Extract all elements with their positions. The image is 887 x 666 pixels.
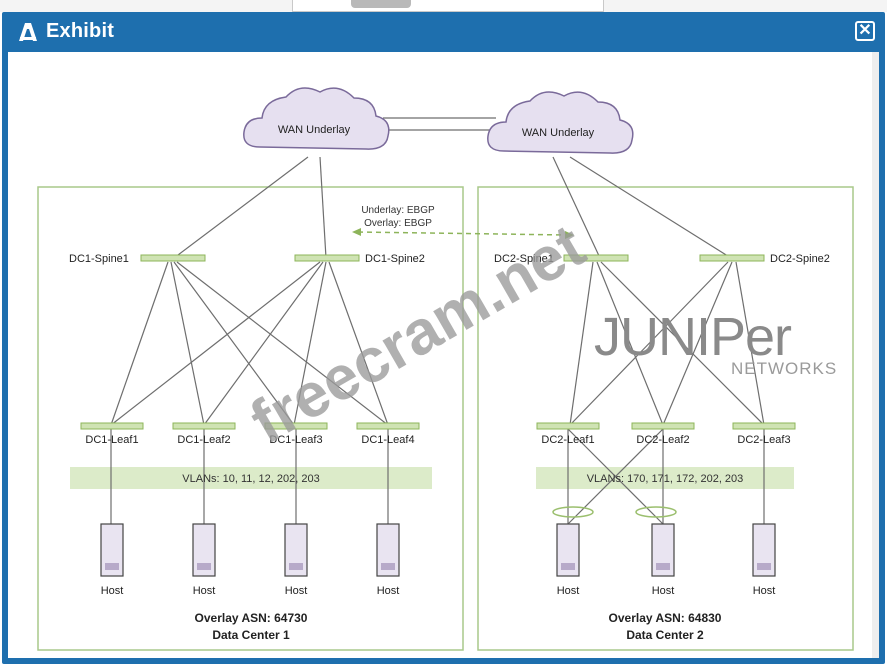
dc2-boundary: [477, 186, 854, 651]
dc1-leaf4: DC1-Leaf4: [356, 422, 420, 446]
dc1-leaf1: DC1-Leaf1: [80, 422, 144, 446]
dc1-vlans-label: VLANs: 10, 11, 12, 202, 203: [182, 473, 319, 485]
dc2-leaf3-label: DC2-Leaf3: [737, 434, 790, 446]
background-app-strip: [0, 0, 887, 12]
dc2-vlan-band: [536, 467, 794, 489]
dc2-asn: Overlay ASN: 64830: [609, 611, 722, 625]
dci-underlay-label: Underlay: EBGP: [361, 205, 435, 216]
dc1-leaf2: DC1-Leaf2: [172, 422, 236, 446]
dc1-spine2: DC1-Spine2: [294, 253, 425, 265]
dc1-host-4: Host: [376, 523, 400, 597]
network-diagram: WAN Underlay WAN Underlay Underlay: EBGP…: [37, 87, 854, 651]
dc1-leaf2-label: DC1-Leaf2: [177, 434, 230, 446]
dc1-vlan-band: [70, 467, 432, 489]
dc2-spine2: DC2-Spine2: [699, 253, 830, 265]
dc2-leaf2-label: DC2-Leaf2: [636, 434, 689, 446]
exhibit-content: WAN Underlay WAN Underlay Underlay: EBGP…: [8, 52, 872, 658]
host-lag-2: [635, 506, 677, 518]
svg-text:Host: Host: [557, 585, 580, 597]
dc2-leaf2: DC2-Leaf2: [631, 422, 695, 446]
titlebar: Exhibit ✕: [2, 12, 885, 52]
svg-text:Host: Host: [377, 585, 400, 597]
dci-arrow-right: [565, 231, 574, 239]
svg-text:Host: Host: [285, 585, 308, 597]
dc1-leaf3: DC1-Leaf3: [264, 422, 328, 446]
juniper-logo: JUNIPer: [594, 307, 792, 367]
scrollbar[interactable]: [872, 52, 879, 658]
dc2-spine2-label: DC2-Spine2: [770, 253, 830, 265]
dc1-leaf1-label: DC1-Leaf1: [85, 434, 138, 446]
watermark: freecram.net: [239, 211, 596, 457]
host-lag-1: [552, 506, 594, 518]
dc1-leaf3-label: DC1-Leaf3: [269, 434, 322, 446]
background-tab: [292, 0, 604, 12]
exhibit-window: Exhibit ✕: [2, 12, 885, 664]
dc1-host-3: Host: [284, 523, 308, 597]
dc2-fabric-links: [569, 261, 765, 426]
dci-arrow-left: [352, 228, 361, 236]
dc2-spine1-label: DC2-Spine1: [494, 253, 554, 265]
dc1-name: Data Center 1: [212, 628, 290, 642]
dc2-name: Data Center 2: [626, 628, 704, 642]
window-title: Exhibit: [46, 20, 115, 42]
wan-cloud-left-label: WAN Underlay: [278, 124, 351, 136]
dci-overlay-label: Overlay: EBGP: [364, 218, 432, 229]
dc2-leaf1: DC2-Leaf1: [536, 422, 600, 446]
dc2-host-1: Host: [556, 523, 580, 597]
dc1-host-2: Host: [192, 523, 216, 597]
dc1-asn: Overlay ASN: 64730: [195, 611, 308, 625]
dc1-leaf4-label: DC1-Leaf4: [361, 434, 414, 446]
wan-cloud-left: WAN Underlay: [243, 87, 390, 150]
svg-text:Host: Host: [193, 585, 216, 597]
dc1-fabric-links: [110, 261, 389, 426]
dc2-host-2: Host: [651, 523, 675, 597]
wan-cloud-right: WAN Underlay: [487, 91, 634, 154]
dc2-leaf3: DC2-Leaf3: [732, 422, 796, 446]
background-thumbnail: [351, 0, 411, 8]
wan-cloud-right-label: WAN Underlay: [522, 127, 595, 139]
dc2-host-3: Host: [752, 523, 776, 597]
svg-text:Host: Host: [753, 585, 776, 597]
juniper-networks-text: NETWORKS: [731, 359, 837, 378]
dci-link: [357, 231, 569, 236]
dc1-spine1: DC1-Spine1: [69, 253, 206, 265]
dc2-spine1: DC2-Spine1: [494, 253, 629, 265]
dc1-host-1: Host: [100, 523, 124, 597]
dc1-spine2-label: DC1-Spine2: [365, 253, 425, 265]
dc1-spine1-label: DC1-Spine1: [69, 253, 129, 265]
dc2-leaf1-label: DC2-Leaf1: [541, 434, 594, 446]
cloud-spine-links: [173, 156, 732, 259]
exhibit-icon: [19, 23, 37, 41]
dc2-vlans-label: VLANs: 170, 171, 172, 202, 203: [587, 473, 744, 485]
dc1-boundary: [37, 186, 464, 651]
svg-text:Host: Host: [652, 585, 675, 597]
svg-text:Host: Host: [101, 585, 124, 597]
close-button[interactable]: ✕: [855, 21, 875, 41]
